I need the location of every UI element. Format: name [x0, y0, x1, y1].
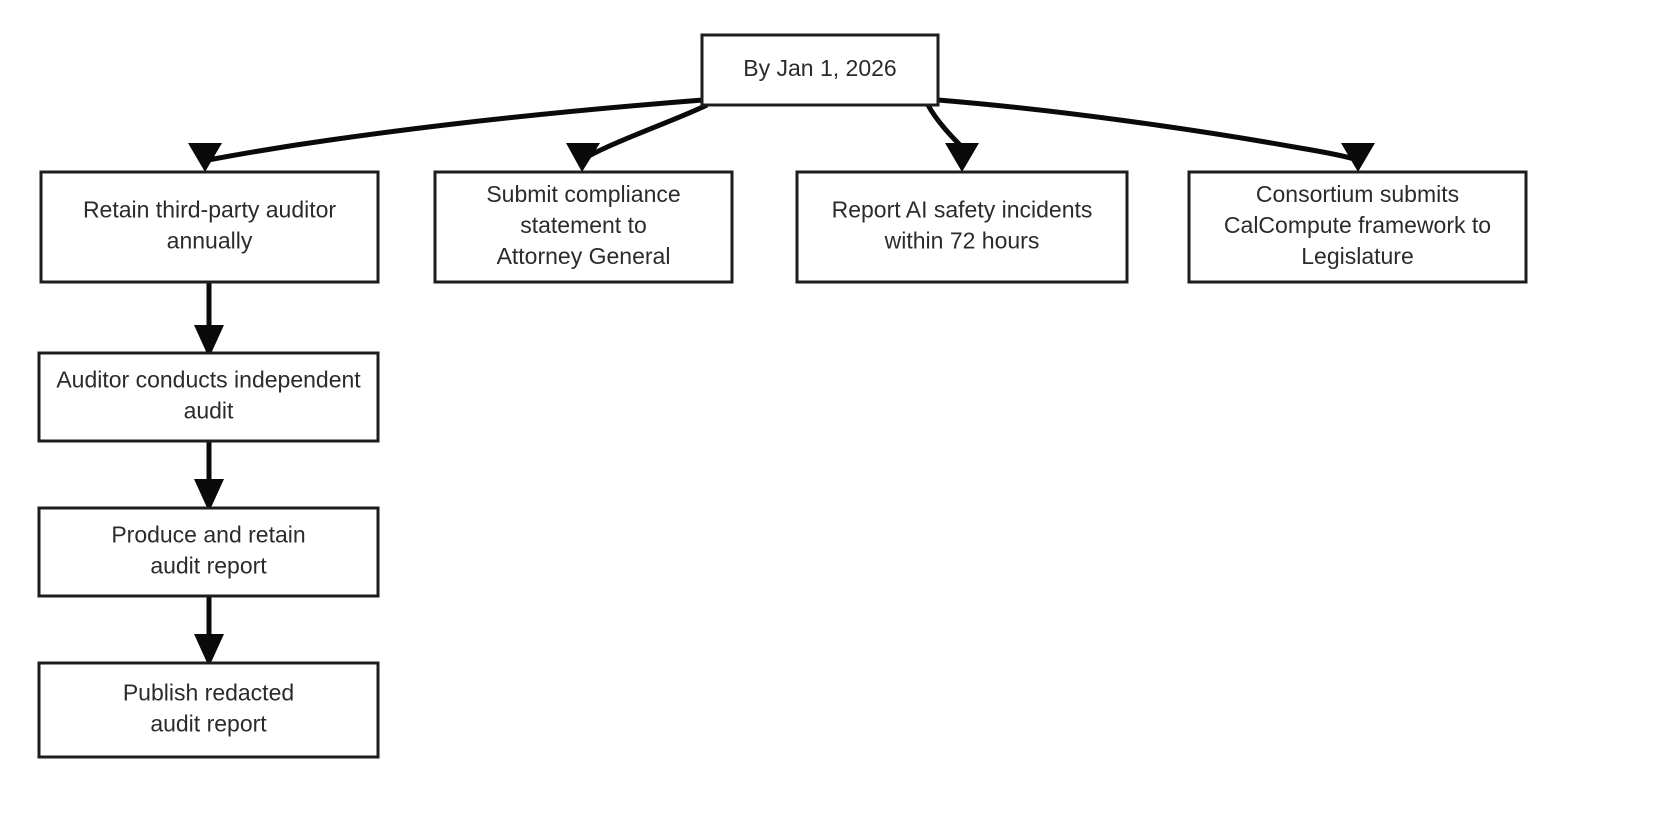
arrowhead-icon [194, 325, 224, 358]
edge-independent-audit-to-produce-report [194, 441, 224, 512]
arrowhead-icon [194, 634, 224, 667]
node-root[interactable]: By Jan 1, 2026 [700, 33, 940, 107]
node-label-line: annually [167, 228, 253, 254]
node-publish-report[interactable]: Publish redacted audit report [37, 661, 380, 759]
arrowhead-icon [188, 143, 222, 172]
edge-line [581, 102, 709, 162]
node-label: Produce and retain audit report [111, 522, 305, 579]
node-label-line: Publish redacted [123, 680, 294, 706]
edge-line [937, 97, 1359, 163]
edge-root-to-consortium-calcompute [937, 97, 1375, 172]
node-label-line: audit [184, 398, 234, 424]
node-label-line: audit report [150, 553, 267, 579]
edge-root-to-submit-compliance [566, 102, 709, 172]
node-label: Retain third-party auditor annually [83, 197, 336, 254]
edge-line [207, 97, 704, 163]
node-submit-compliance[interactable]: Submit compliance statement to Attorney Ge… [433, 170, 734, 284]
node-label-line: By Jan 1, 2026 [743, 55, 896, 81]
node-box[interactable] [37, 661, 380, 759]
node-box[interactable] [700, 33, 940, 107]
node-box[interactable] [37, 506, 380, 598]
edges-layer [188, 97, 1375, 667]
node-label-line: audit report [150, 711, 267, 737]
arrowhead-icon [194, 479, 224, 512]
node-report-incidents[interactable]: Report AI safety incidents within 72 hour… [795, 170, 1129, 284]
node-label: Submit compliance statement to Attorney Ge… [486, 181, 680, 269]
arrowhead-icon [1341, 143, 1375, 172]
node-label-line: within 72 hours [884, 228, 1040, 254]
node-label-line: Legislature [1301, 243, 1414, 269]
node-label-line: Produce and retain [111, 522, 305, 548]
node-label-line: Attorney General [497, 243, 671, 269]
node-label-line: Consortium submits [1256, 181, 1459, 207]
node-label-line: Report AI safety incidents [832, 197, 1093, 223]
edge-root-to-report-incidents [925, 103, 979, 172]
node-box[interactable] [1187, 170, 1528, 284]
node-label-line: CalCompute framework to [1224, 212, 1491, 238]
arrowhead-icon [945, 143, 979, 172]
node-box[interactable] [433, 170, 734, 284]
node-box[interactable] [795, 170, 1129, 284]
node-independent-audit[interactable]: Auditor conducts independent audit [37, 351, 380, 443]
arrowhead-icon [566, 143, 600, 172]
edge-root-to-retain-auditor [188, 97, 704, 172]
node-label: By Jan 1, 2026 [743, 55, 896, 81]
node-label-line: Submit compliance [486, 181, 680, 207]
node-box[interactable] [37, 351, 380, 443]
node-label: Report AI safety incidents within 72 hour… [832, 197, 1093, 254]
node-label-line: Retain third-party auditor [83, 197, 336, 223]
node-box[interactable] [39, 170, 380, 284]
node-label: Publish redacted audit report [123, 680, 294, 737]
node-produce-report[interactable]: Produce and retain audit report [37, 506, 380, 598]
node-label-line: statement to [520, 212, 647, 238]
node-retain-auditor[interactable]: Retain third-party auditor annually [39, 170, 380, 284]
edge-retain-auditor-to-independent-audit [194, 282, 224, 358]
node-label-line: Auditor conducts independent [56, 367, 361, 393]
edge-produce-report-to-publish-report [194, 596, 224, 667]
node-label: Auditor conducts independent audit [56, 367, 361, 424]
